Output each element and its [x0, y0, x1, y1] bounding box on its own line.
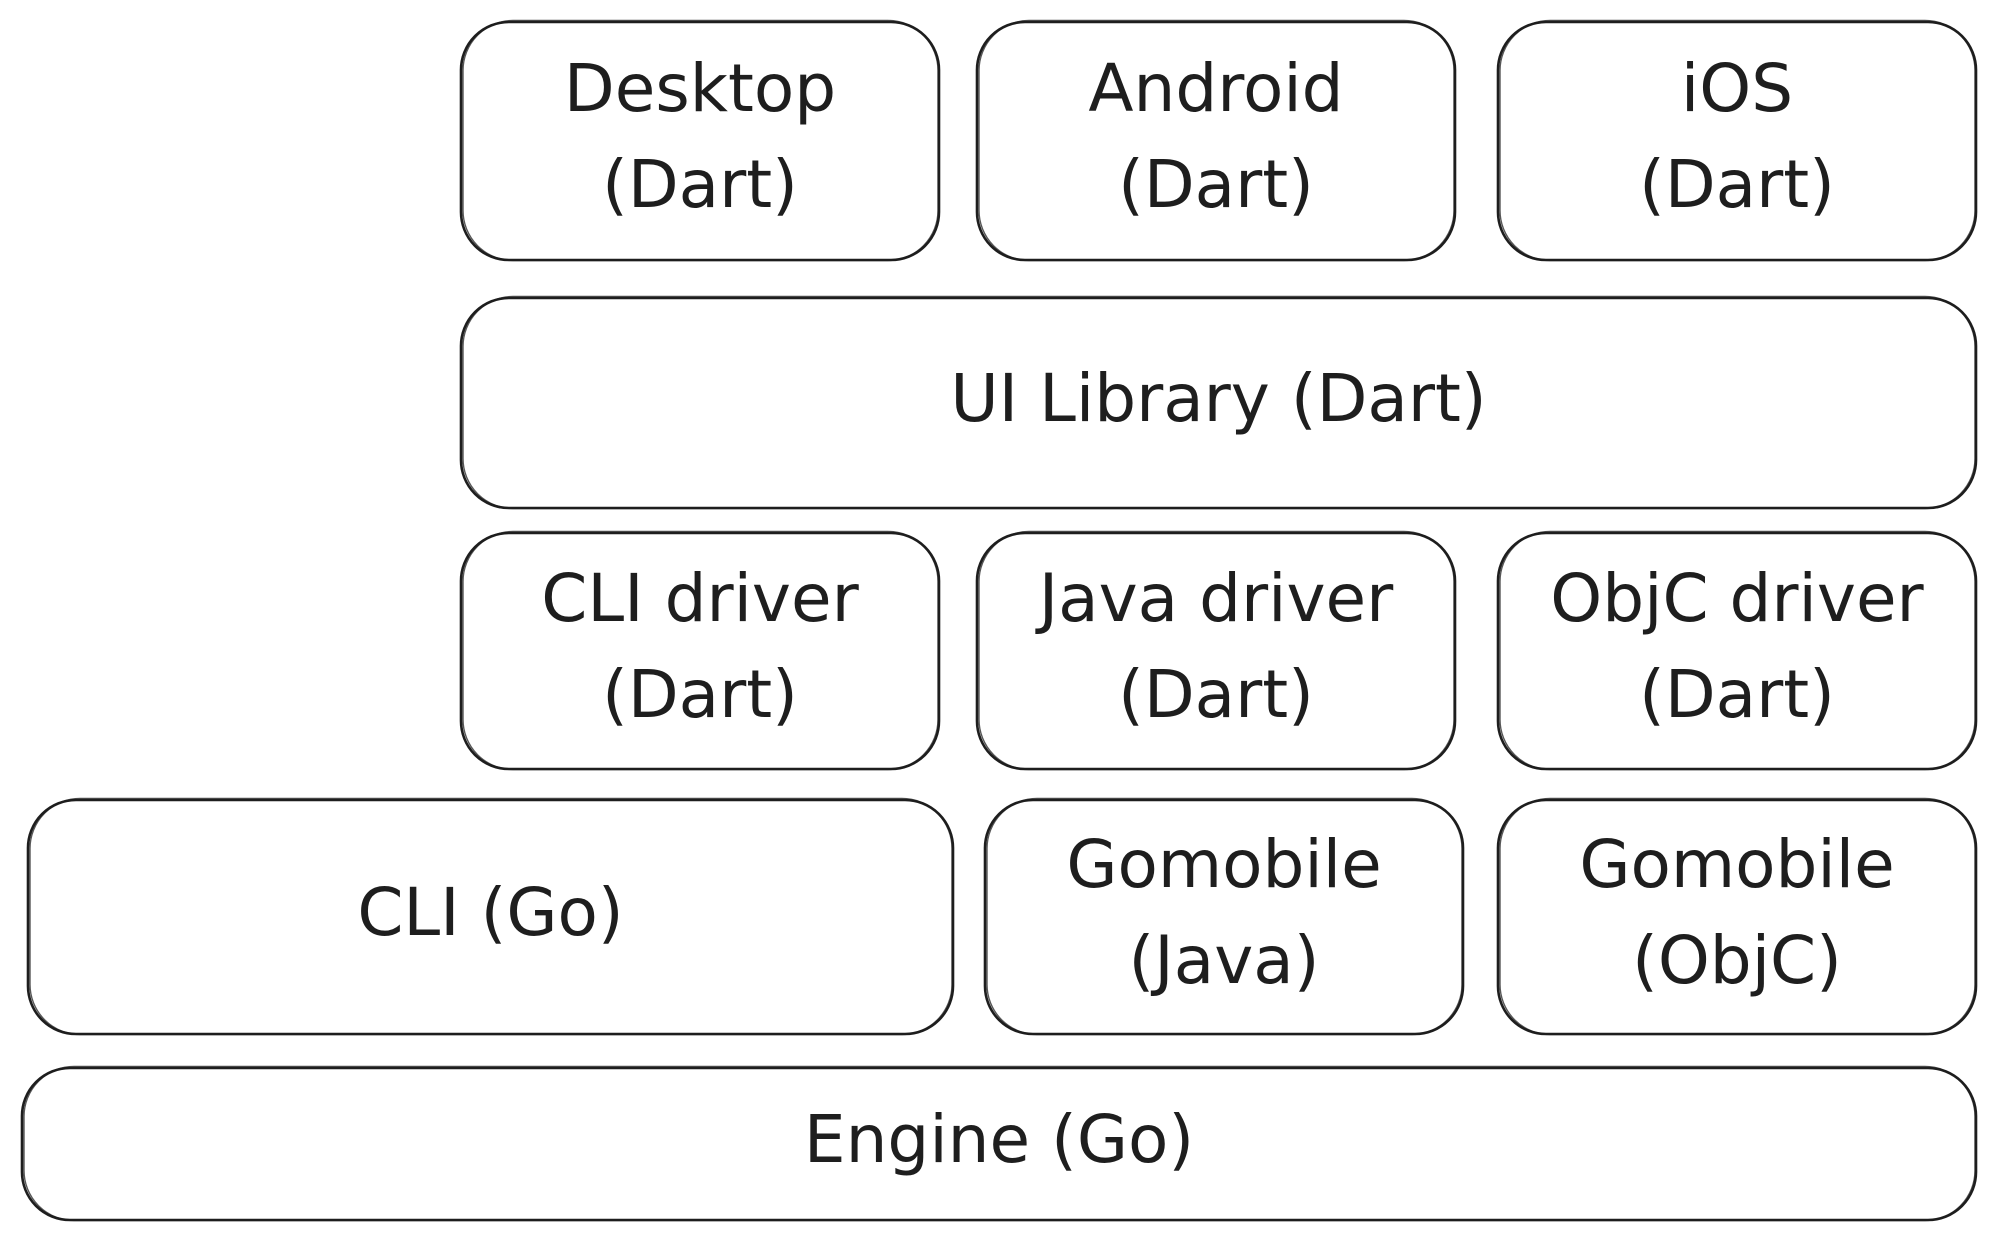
ios-box: iOS (Dart) — [1496, 19, 1978, 262]
engine-label-line-1: Engine (Go) — [804, 1101, 1194, 1178]
desktop-label-line-1: Desktop — [564, 50, 836, 127]
cli-driver-box: CLI driver (Dart) — [459, 530, 941, 771]
desktop-label-line-2: (Dart) — [602, 146, 798, 223]
desktop-box-sketch-stroke — [462, 19, 939, 262]
java-driver-label-line-2: (Dart) — [1118, 656, 1314, 733]
android-box: Android (Dart) — [975, 19, 1457, 262]
ui-library-box: UI Library (Dart) — [459, 295, 1978, 510]
java-driver-box: Java driver (Dart) — [975, 530, 1457, 771]
cli-go-box: CLI (Go) — [26, 797, 955, 1036]
cli-driver-box-sketch-stroke — [462, 530, 939, 771]
gomobile-java-box: Gomobile (Java) — [983, 797, 1465, 1036]
gomobile-objc-box-sketch-stroke — [1499, 797, 1976, 1036]
objc-driver-box-sketch-stroke — [1499, 530, 1976, 771]
objc-driver-label-line-2: (Dart) — [1639, 656, 1835, 733]
gomobile-java-label-line-2: (Java) — [1129, 922, 1320, 999]
desktop-box: Desktop (Dart) — [459, 19, 941, 262]
android-label-line-1: Android — [1088, 50, 1343, 127]
cli-go-box-sketch-stroke — [29, 797, 953, 1036]
android-label-line-2: (Dart) — [1118, 146, 1314, 223]
gomobile-objc-label-line-1: Gomobile — [1579, 826, 1894, 903]
ui-library-label-line-1: UI Library (Dart) — [950, 360, 1486, 437]
gomobile-java-box-sketch-stroke — [986, 797, 1463, 1036]
engine-box: Engine (Go) — [20, 1065, 1978, 1222]
engine-box-sketch-stroke — [23, 1065, 1976, 1222]
boxes-layer: Desktop (Dart) Android (Dart) iOS (Dart) UI Li… — [20, 19, 1978, 1222]
cli-driver-label-line-1: CLI driver — [541, 560, 859, 637]
ui-library-box-sketch-stroke — [462, 295, 1976, 510]
ios-label-line-2: (Dart) — [1639, 146, 1835, 223]
cli-go-label-line-1: CLI (Go) — [357, 874, 623, 951]
objc-driver-label-line-1: ObjC driver — [1550, 560, 1924, 637]
gomobile-objc-label-line-2: (ObjC) — [1632, 922, 1842, 999]
gomobile-java-label-line-1: Gomobile — [1066, 826, 1381, 903]
cli-driver-label-line-2: (Dart) — [602, 656, 798, 733]
ios-box-sketch-stroke — [1499, 19, 1976, 262]
gomobile-objc-box: Gomobile (ObjC) — [1496, 797, 1978, 1036]
ios-label-line-1: iOS — [1681, 50, 1793, 127]
java-driver-label-line-1: Java driver — [1035, 560, 1394, 637]
java-driver-box-sketch-stroke — [978, 530, 1455, 771]
android-box-sketch-stroke — [978, 19, 1455, 262]
objc-driver-box: ObjC driver (Dart) — [1496, 530, 1978, 771]
